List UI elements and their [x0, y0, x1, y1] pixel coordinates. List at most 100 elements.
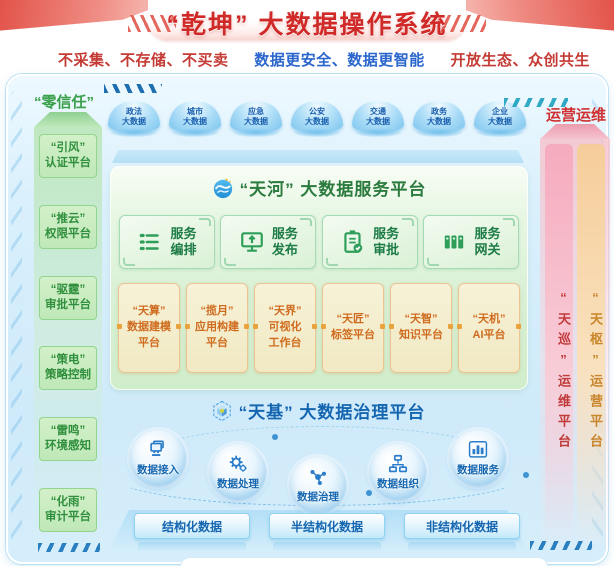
step-label: 数据组织 — [377, 478, 419, 490]
zero-trust-column: “引风” 认证平台 “推云” 权限平台 “驱霆” 审批平台 “策电” 策略控制 … — [34, 112, 102, 548]
platform-quoted-name: “天智” — [404, 313, 438, 326]
platform-quoted-name: “策电” — [50, 354, 86, 367]
data-type-tab: 非结构化数据 — [404, 513, 520, 551]
data-cloud: 交通 大数据 — [350, 102, 406, 137]
title-slash-right-decoration — [438, 15, 486, 32]
data-type-row: 结构化数据 半结构化数据 非结构化数据 — [134, 513, 520, 551]
service-box: 服务审批 — [321, 215, 418, 269]
app-platform-box: “天机” AI平台 — [457, 283, 521, 373]
zero-trust-platform-box: “驱霆” 审批平台 — [39, 276, 97, 320]
page-title: “乾坤” 大数据操作系统 — [166, 11, 448, 39]
platform-type: 审计平台 — [45, 510, 91, 523]
zero-trust-platform-box: “雷鸣” 环境感知 — [39, 417, 97, 461]
slogan-ecosystem: 开放生态、众创共生 — [450, 52, 590, 69]
cloud-dome-icon: 交通 大数据 — [352, 102, 404, 132]
data-type-tab: 半结构化数据 — [269, 513, 385, 551]
app-platform-row: “天算” 数据建模 平台 “揽月” 应用构建 平台 “天界” 可视化 工作台 “… — [117, 283, 521, 373]
data-access-icon — [150, 440, 164, 456]
data-cloud: 政法 大数据 — [106, 102, 162, 137]
platform-quoted-name: “天界” — [268, 305, 302, 318]
platform-type: 审批平台 — [45, 298, 91, 311]
data-flow-step: 数据接入 — [130, 430, 186, 486]
app-platform-box: “揽月” 应用构建 平台 — [185, 283, 249, 373]
cloud-dome-icon: 公安 大数据 — [291, 102, 343, 132]
tianhe-title: “天河” 大数据服务平台 — [239, 180, 427, 199]
tianji-title-row: “天基” 大数据治理平台 — [108, 398, 528, 423]
app-platform-box: “天智” 知识平台 — [389, 283, 453, 373]
slash-decoration-bottom-right — [530, 541, 592, 550]
tianhe-title-row: “天河” 大数据服务平台 — [110, 175, 528, 200]
slash-decoration-bottom-left — [38, 543, 100, 552]
platform-type: 认证平台 — [45, 157, 91, 169]
left-rail-decoration — [11, 90, 22, 548]
zero-trust-platform-box: “推云” 权限平台 — [39, 205, 97, 249]
cloud-row: 政法 大数据 城市 大数据 应急 大数据 公安 大数据 交通 大数据 — [106, 102, 528, 137]
data-service-icon — [468, 441, 488, 458]
platform-type: 环境感知 — [45, 440, 91, 453]
service-box: 服务网关 — [422, 215, 519, 269]
data-flow-step: 数据服务 — [450, 430, 506, 486]
service-box: 服务编排 — [119, 215, 215, 269]
platform-quoted-name: “驱霆” — [50, 283, 86, 296]
zero-trust-column-cap — [34, 112, 102, 127]
cloud-dome-icon: 政务 大数据 — [413, 102, 465, 132]
cloud-dome-icon: 应急 大数据 — [230, 102, 282, 132]
app-platform-box: “天算” 数据建模 平台 — [117, 283, 181, 373]
data-organization-icon — [388, 454, 408, 473]
gateway-icon — [445, 235, 464, 249]
data-cloud: 应急 大数据 — [228, 102, 284, 137]
bottom-card-edge — [180, 557, 548, 566]
orchestration-icon — [140, 233, 160, 251]
platform-quoted-name: “雷鸣” — [50, 425, 86, 438]
data-type-tab: 结构化数据 — [134, 513, 250, 551]
data-cloud: 企业 大数据 — [472, 102, 528, 137]
platform-quoted-name: “推云” — [50, 212, 86, 225]
title-banner — [148, 0, 466, 40]
step-label: 数据治理 — [297, 491, 339, 503]
title-slash-left-decoration — [128, 15, 176, 32]
tianji-title: “天基” 大数据治理平台 — [238, 403, 426, 422]
step-label: 数据接入 — [137, 464, 179, 476]
platform-type: 权限平台 — [45, 227, 91, 240]
zero-trust-title: “零信任” — [33, 94, 94, 111]
tianhe-platform-panel: “天河” 大数据服务平台 服务编排 服务发布 — [110, 166, 528, 390]
data-governance-icon — [310, 469, 326, 485]
publish-icon — [240, 232, 263, 252]
platform-quoted-name: “天机” — [472, 313, 506, 326]
ops-title: 运营运维 — [545, 107, 606, 124]
service-box-row: 服务编排 服务发布 — [119, 215, 519, 269]
approval-icon — [344, 230, 363, 253]
zero-trust-platform-box: “策电” 策略控制 — [39, 346, 97, 390]
wave-icon — [212, 177, 234, 199]
cloud-platform-base — [112, 150, 524, 163]
cube-hexagon-icon — [211, 400, 233, 422]
slogan-security: 数据更安全、数据更智能 — [254, 52, 425, 69]
data-cloud: 政务 大数据 — [411, 102, 467, 137]
app-platform-box: “天界” 可视化 工作台 — [253, 283, 317, 373]
ops-vertical-bar: “天枢”运营平台 — [577, 144, 605, 542]
data-flow-step: 数据治理 — [290, 457, 346, 513]
zero-trust-platform-box: “化雨” 审计平台 — [39, 488, 97, 532]
step-label: 数据服务 — [457, 464, 499, 476]
platform-quoted-name: “引风” — [50, 142, 86, 155]
slogan-row: 不采集、不存储、不买卖 数据更安全、数据更智能 开放生态、众创共生 — [58, 49, 590, 70]
connector-dot — [523, 472, 529, 478]
platform-quoted-name: “化雨” — [50, 496, 86, 509]
zero-trust-platform-box: “引风” 认证平台 — [39, 134, 97, 178]
data-flow-steps: 数据接入 数据处理 — [108, 428, 528, 540]
ops-column-cap — [540, 124, 610, 139]
platform-type: 策略控制 — [45, 369, 91, 382]
slash-decoration-top-left — [104, 84, 162, 93]
platform-quoted-name: “天匠” — [336, 313, 370, 326]
slash-decoration-top-right — [504, 98, 568, 107]
platform-quoted-name: “揽月” — [200, 305, 234, 318]
ops-vertical-bar: “天巡”运维平台 — [545, 144, 573, 542]
data-flow-step: 数据组织 — [370, 444, 426, 500]
platform-quoted-name: “天算” — [132, 305, 166, 318]
data-cloud: 公安 大数据 — [289, 102, 345, 137]
slogan-privacy: 不采集、不存储、不买卖 — [58, 52, 229, 69]
data-flow-step: 数据处理 — [210, 444, 266, 500]
cloud-dome-icon: 政法 大数据 — [108, 102, 160, 132]
ops-column: “天巡”运维平台 “天枢”运营平台 — [540, 124, 610, 548]
